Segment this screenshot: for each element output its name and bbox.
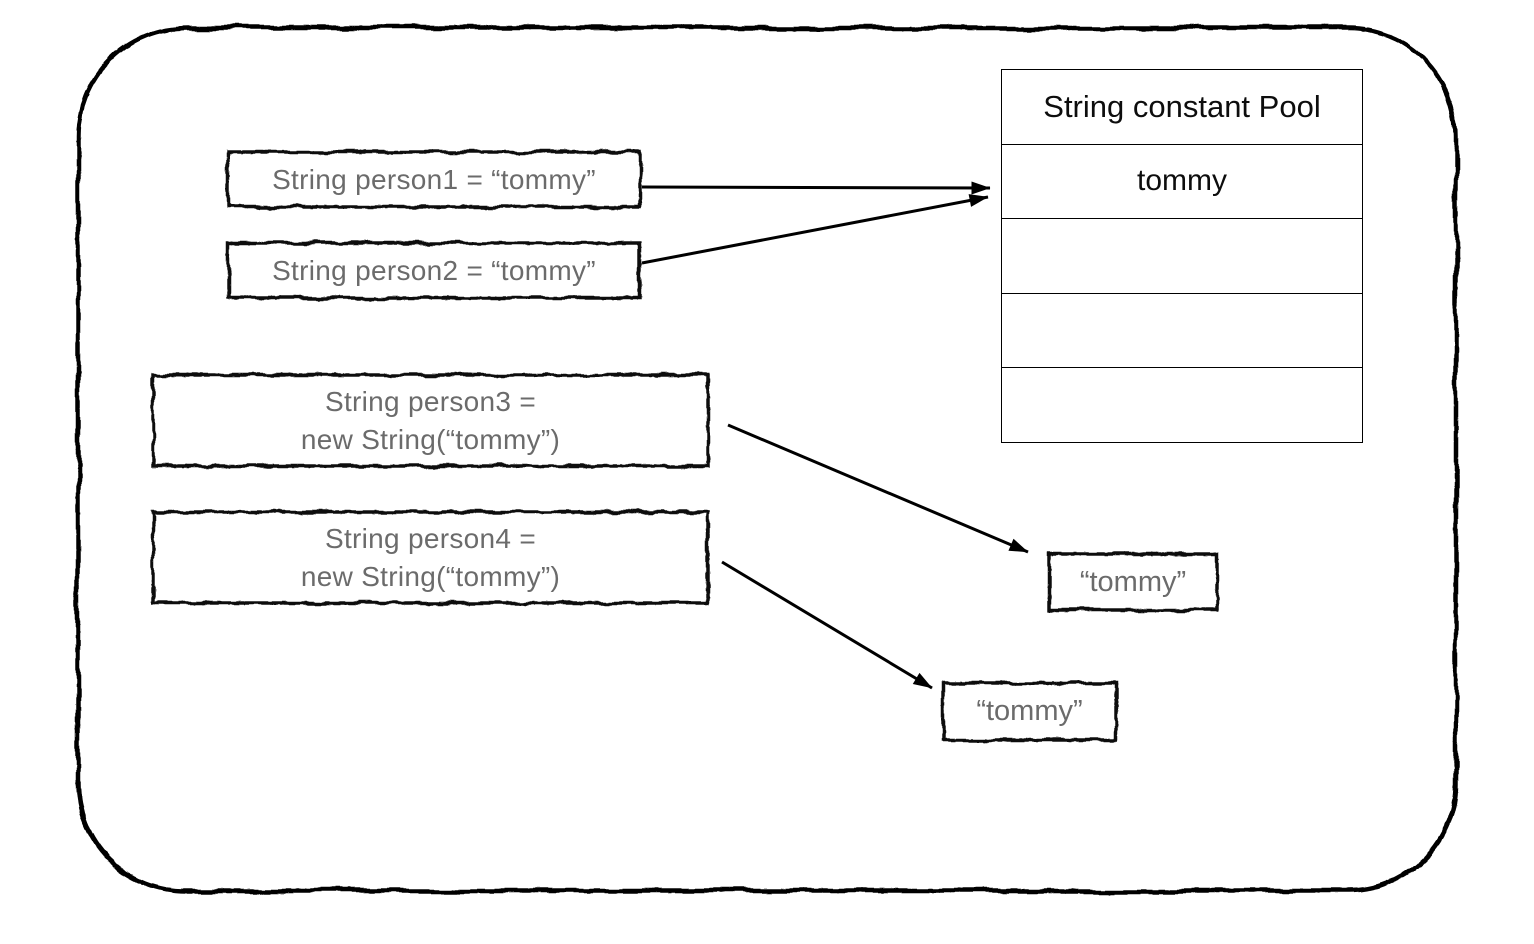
arrow-person4-to-heap2 [721,560,933,690]
person4-label-line1: String person4 = [324,523,537,555]
memory-boundary [75,25,1459,894]
person3-box [151,373,710,468]
pool-row-empty-1 [1002,219,1362,294]
pool-row-empty-3 [1002,368,1362,442]
person3-label-line1: String person3 = [324,386,537,418]
pool-row-tommy: tommy [1002,145,1362,220]
string-constant-pool-table: String constant Pool tommy [1001,69,1363,443]
heap-object2-label: “tommy” [976,695,1083,727]
pool-row-empty-2 [1002,294,1362,369]
person2-box [226,241,642,300]
person4-label: String person4 = new String(“tommy”) [153,512,708,603]
heap-object1-box [1047,552,1219,612]
pool-title: String constant Pool [1002,70,1362,145]
arrow-person3-to-heap1 [727,423,1029,554]
arrow-person1-to-pool [641,181,991,195]
person4-box [151,510,710,605]
person1-label: String person1 = “tommy” [272,163,596,195]
person3-label-line2: new String(“tommy”) [300,423,561,455]
heap-object1-label: “tommy” [1079,565,1187,598]
person1-box [226,150,642,209]
person2-label: String person2 = “tommy” [272,254,596,286]
arrow-person2-to-pool [641,194,989,265]
person3-label: String person3 = new String(“tommy”) [153,375,708,466]
heap-object2-box [941,681,1118,742]
person4-label-line2: new String(“tommy”) [300,560,561,592]
